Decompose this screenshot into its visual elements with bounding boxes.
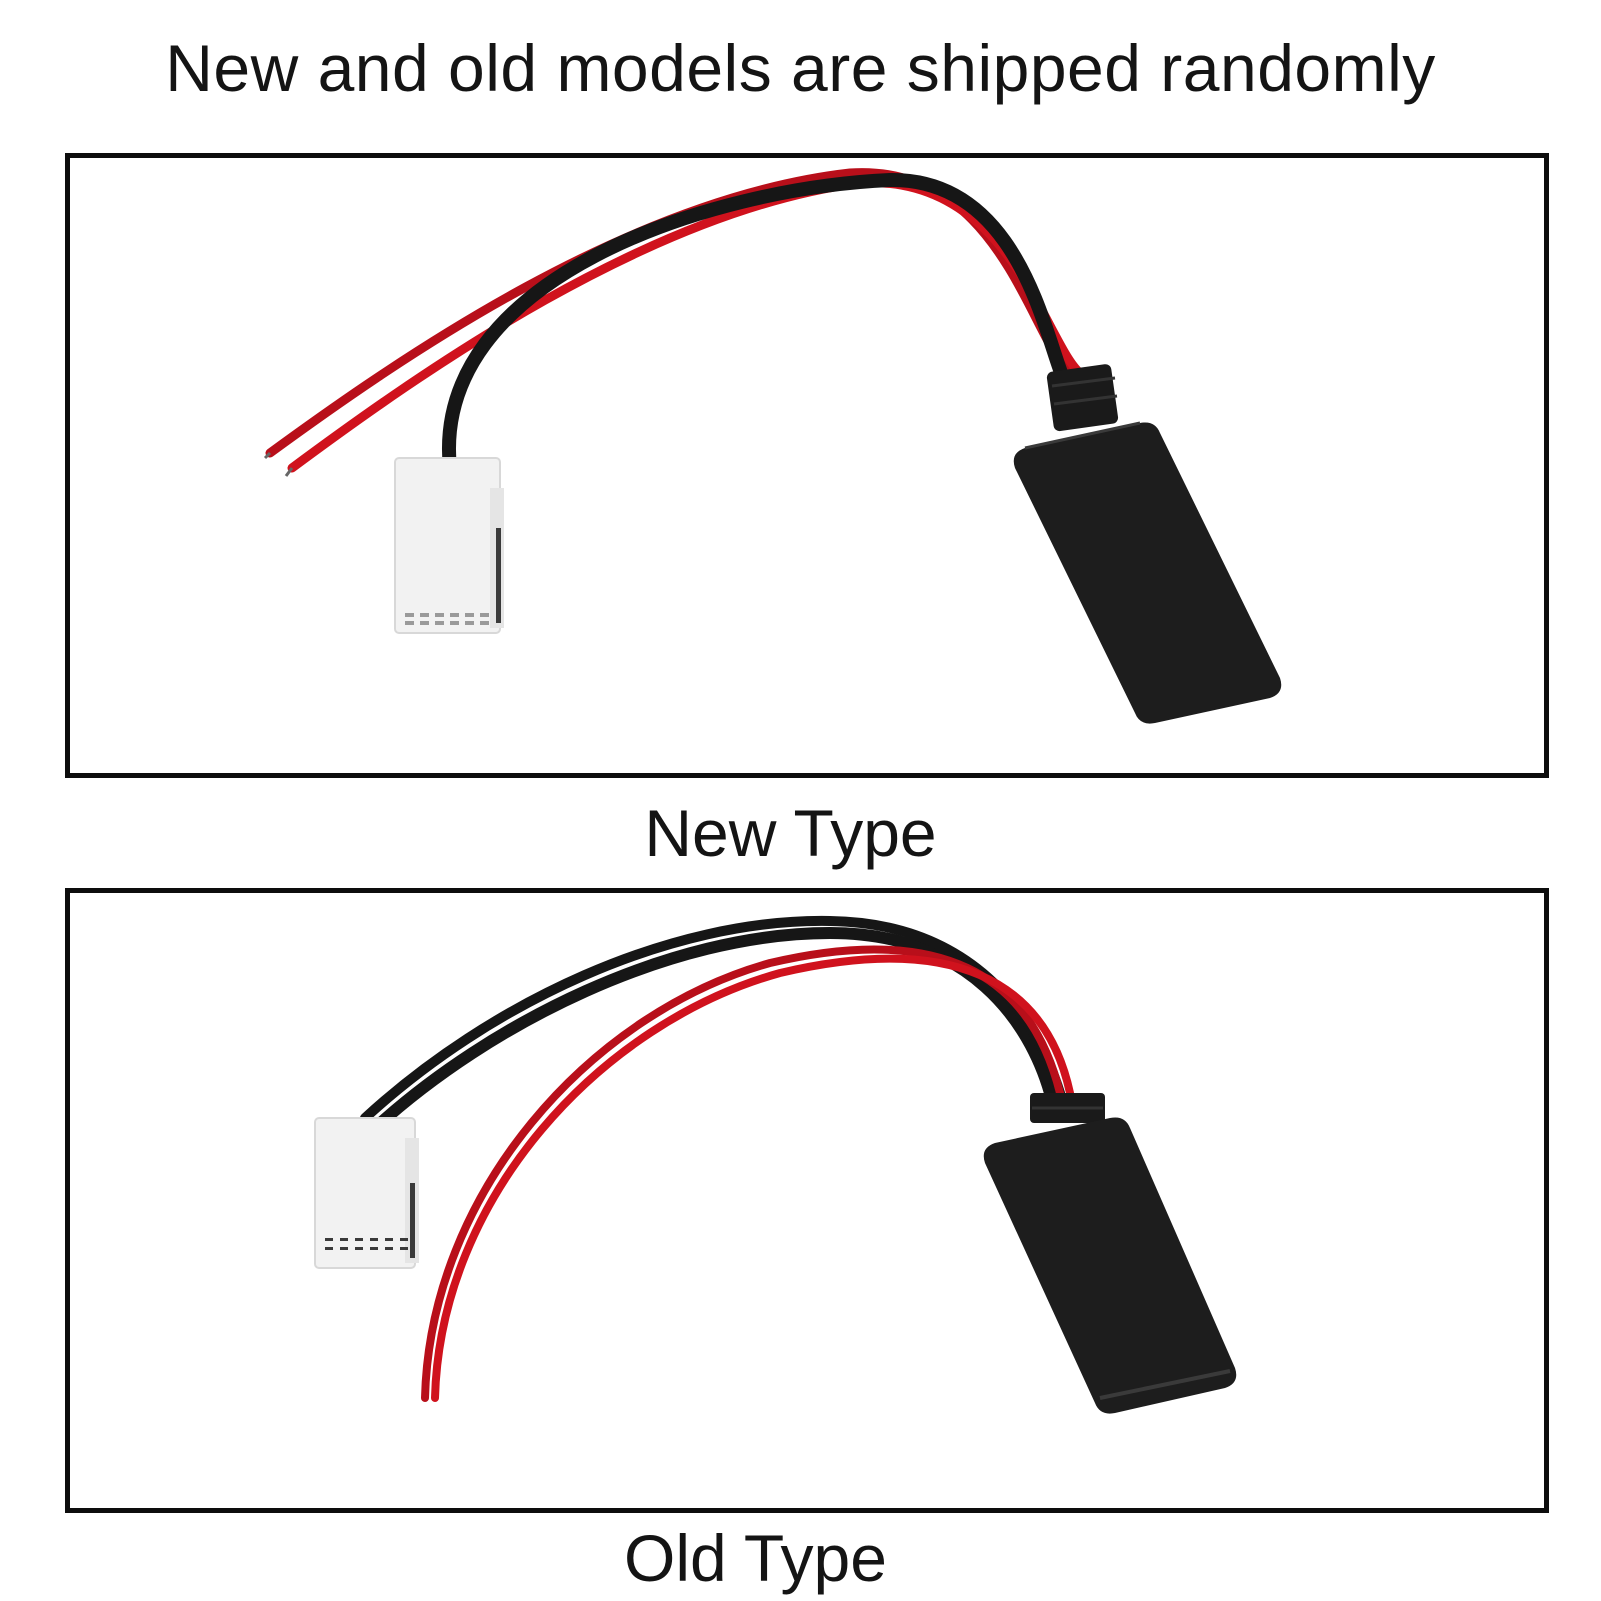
new-type-product-photo (263, 168, 1282, 724)
old-type-caption: Old Type (624, 1521, 887, 1595)
bluetooth-module (1013, 364, 1282, 724)
black-cable (369, 926, 1056, 1134)
new-type-caption: New Type (644, 796, 937, 870)
headline: New and old models are shipped randomly (165, 31, 1436, 105)
bluetooth-module (983, 1093, 1237, 1414)
white-connector-plug (394, 457, 504, 634)
red-wire-pair (421, 945, 1074, 1402)
black-cable (442, 172, 1072, 475)
old-type-product-photo (314, 915, 1237, 1414)
old-type-panel (65, 888, 1549, 1513)
new-type-panel (65, 153, 1549, 778)
white-connector-plug (314, 1117, 419, 1269)
